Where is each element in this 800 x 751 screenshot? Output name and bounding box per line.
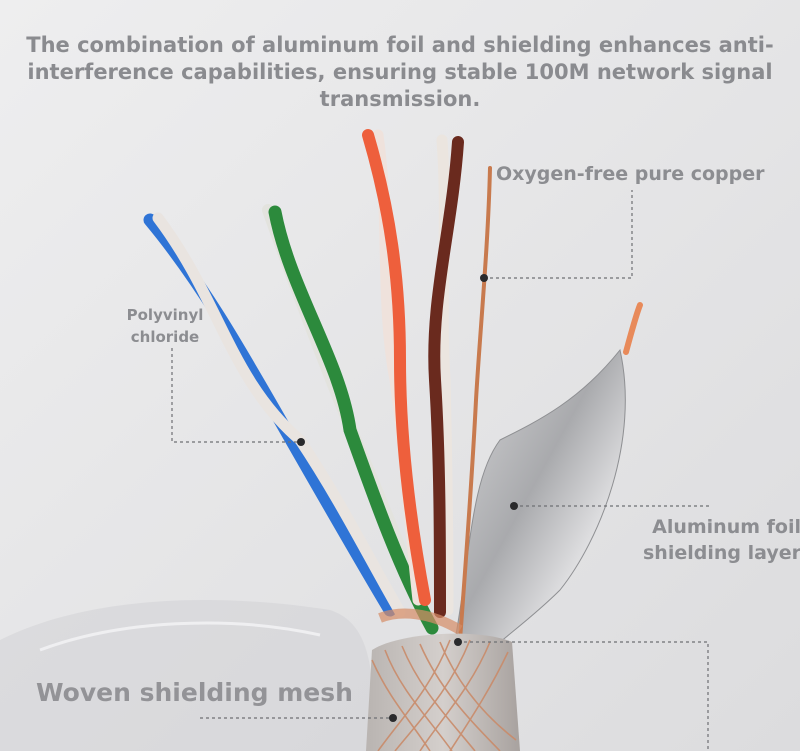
label-copper: Oxygen-free pure copper [496, 163, 765, 185]
mesh-top-fray [378, 608, 463, 635]
wire-orange [362, 129, 431, 606]
cable-jacket [366, 633, 520, 751]
headline: The combination of aluminum foil and shi… [26, 33, 774, 111]
plastic-wrap-highlight [39, 621, 321, 652]
dot-foil [510, 502, 518, 510]
dot-mesh-top [454, 638, 462, 646]
wire-brown [428, 136, 464, 618]
dot-copper [480, 274, 488, 282]
woven-mesh [371, 639, 517, 751]
dot-mesh [389, 714, 397, 722]
leader-lines [171, 190, 710, 751]
foil-tip-copper [623, 302, 643, 355]
leader-dots [297, 274, 518, 722]
label-pvc: Polyvinyl chloride [126, 306, 204, 346]
copper-drain-wire [458, 166, 492, 642]
dot-pvc [297, 438, 305, 446]
plastic-wrap [0, 600, 373, 751]
label-mesh: Woven shielding mesh [36, 678, 353, 707]
aluminum-foil [454, 348, 626, 661]
wire-green [268, 205, 439, 635]
leader-pvc [171, 348, 300, 443]
label-foil: Aluminum foil shielding layer [643, 516, 800, 564]
leader-copper [484, 190, 633, 279]
